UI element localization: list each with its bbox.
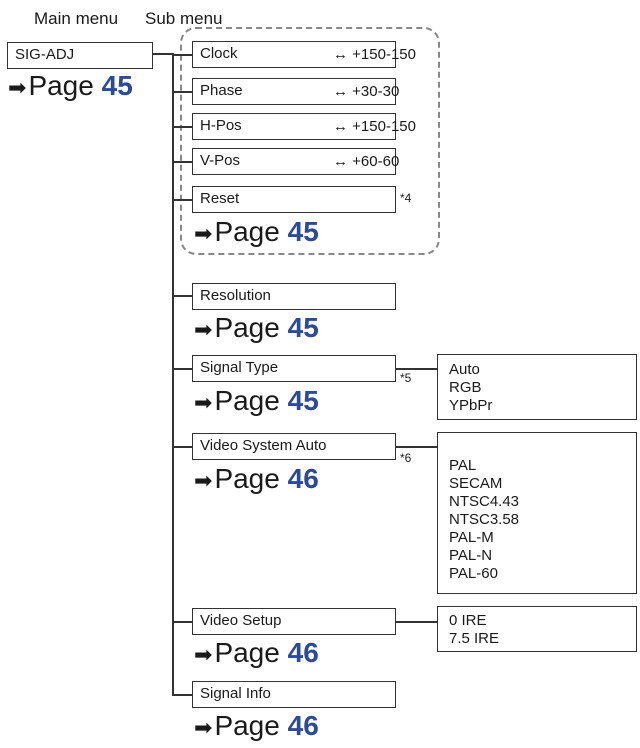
page-number[interactable]: 45: [287, 312, 319, 343]
sub-item-reset[interactable]: Reset: [192, 186, 396, 213]
video-system-options: PAL SECAM NTSC4.43 NTSC3.58 PAL-M PAL-N …: [437, 432, 637, 594]
sub-menu-header: Sub menu: [145, 9, 223, 28]
page-number[interactable]: 46: [287, 710, 319, 741]
signal-type-page-ref: ➡Page 45: [194, 385, 319, 416]
phase-range: ↔ +30-30: [333, 83, 400, 100]
option-auto[interactable]: Auto: [449, 361, 480, 378]
connector-signal-info: [172, 694, 193, 696]
sub-item-clock[interactable]: Clock: [192, 41, 396, 68]
sub-item-v-pos[interactable]: V-Pos: [192, 148, 396, 175]
signal-type-footnote: *5: [400, 371, 412, 385]
right-arrow-icon: ➡: [194, 390, 213, 415]
option-pal-60[interactable]: PAL-60: [449, 565, 498, 582]
sub-item-signal-type[interactable]: Signal Type: [192, 355, 396, 382]
main-menu-header: Main menu: [34, 9, 119, 28]
option-ypbpr[interactable]: YPbPr: [449, 397, 493, 414]
sub-item-signal-info[interactable]: Signal Info: [192, 681, 396, 708]
connector-video-system-options: [396, 446, 438, 448]
connector-signal-type-options: [396, 368, 438, 370]
right-arrow-icon: ➡: [194, 468, 213, 493]
connector-reset: [172, 199, 193, 201]
connector-main: [152, 53, 174, 55]
video-setup-page-ref: ➡Page 46: [194, 637, 319, 668]
page-number[interactable]: 46: [287, 637, 319, 668]
sub-item-video-setup[interactable]: Video Setup: [192, 608, 396, 635]
left-right-arrow-icon: ↔: [333, 83, 348, 100]
left-right-arrow-icon: ↔: [333, 118, 348, 135]
main-page-ref: ➡Page 45: [8, 70, 133, 101]
connector-signal-type: [172, 368, 193, 370]
option-pal-n[interactable]: PAL-N: [449, 547, 493, 564]
connector-video-setup: [172, 621, 193, 623]
option-secam[interactable]: SECAM: [449, 475, 503, 492]
right-arrow-icon: ➡: [194, 642, 213, 667]
option-pal[interactable]: PAL: [449, 457, 477, 474]
connector-video-setup-options: [396, 621, 438, 623]
sub-item-video-system-auto[interactable]: Video System Auto: [192, 433, 396, 460]
right-arrow-icon: ➡: [8, 75, 27, 100]
right-arrow-icon: ➡: [194, 715, 213, 740]
left-right-arrow-icon: ↔: [333, 153, 348, 170]
video-setup-options: 0 IRE 7.5 IRE: [437, 606, 637, 652]
connector-vpos: [172, 161, 193, 163]
connector-trunk: [172, 53, 174, 696]
signal-info-page-ref: ➡Page 46: [194, 710, 319, 741]
option-ntsc443[interactable]: NTSC4.43: [449, 493, 520, 510]
sub-item-phase[interactable]: Phase: [192, 78, 396, 105]
page-number[interactable]: 45: [287, 385, 319, 416]
v-pos-range: ↔ +60-60: [333, 153, 400, 170]
resolution-page-ref: ➡Page 45: [194, 312, 319, 343]
sub-item-resolution[interactable]: Resolution: [192, 283, 396, 310]
adjustment-group-page-ref: ➡Page 45: [194, 216, 319, 247]
option-rgb[interactable]: RGB: [449, 379, 482, 396]
left-right-arrow-icon: ↔: [333, 46, 348, 63]
connector-phase: [172, 91, 193, 93]
h-pos-range: ↔ +150-150: [333, 118, 416, 135]
page-number[interactable]: 45: [101, 70, 133, 101]
signal-type-options: Auto RGB YPbPr: [437, 354, 637, 420]
right-arrow-icon: ➡: [194, 221, 213, 246]
option-ntsc358[interactable]: NTSC3.58: [449, 511, 520, 528]
option-0-ire[interactable]: 0 IRE: [449, 612, 487, 629]
page-number[interactable]: 46: [287, 463, 319, 494]
connector-resolution: [172, 295, 193, 297]
connector-video-system: [172, 446, 193, 448]
right-arrow-icon: ➡: [194, 317, 213, 342]
adjustment-group-outline: [180, 27, 440, 255]
clock-range: ↔ +150-150: [333, 46, 416, 63]
sub-item-h-pos[interactable]: H-Pos: [192, 113, 396, 140]
main-menu-sig-adj[interactable]: SIG-ADJ: [7, 42, 153, 69]
option-pal-m[interactable]: PAL-M: [449, 529, 494, 546]
connector-clock: [172, 54, 193, 56]
reset-footnote: *4: [400, 191, 412, 205]
option-7-5-ire[interactable]: 7.5 IRE: [449, 630, 500, 647]
video-system-page-ref: ➡Page 46: [194, 463, 319, 494]
connector-hpos: [172, 126, 193, 128]
page-number[interactable]: 45: [287, 216, 319, 247]
video-system-footnote: *6: [400, 451, 412, 465]
